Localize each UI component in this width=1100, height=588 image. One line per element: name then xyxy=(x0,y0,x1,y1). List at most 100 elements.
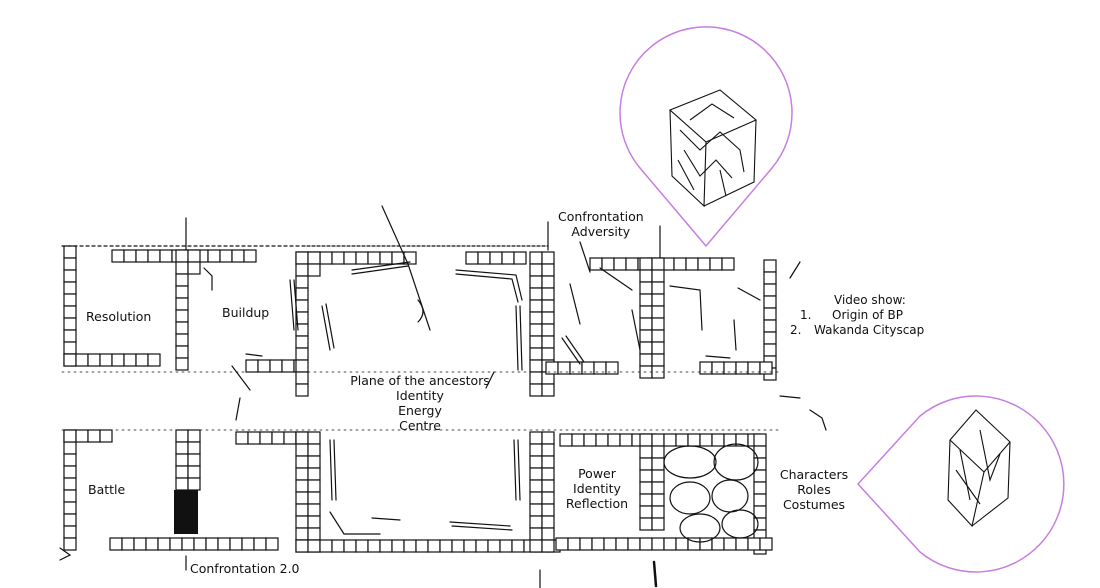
label-line: Identity xyxy=(396,388,444,403)
wall-tile xyxy=(607,433,621,447)
wall-tile xyxy=(391,251,405,265)
wall-tile xyxy=(639,269,653,283)
wall-tile xyxy=(541,443,555,457)
label-line: Roles xyxy=(797,482,831,497)
wall-tile xyxy=(187,453,201,467)
wall-tile xyxy=(529,263,543,277)
wall-tile xyxy=(175,429,189,443)
wall-tile xyxy=(541,263,555,277)
wall-tile xyxy=(295,455,309,469)
room-label-plane-of-ancestors: Plane of the ancestors Identity Energy C… xyxy=(345,373,495,433)
wall-tile xyxy=(541,431,555,445)
wall-tile xyxy=(763,295,777,309)
wall-tile xyxy=(753,445,767,459)
wall-tile xyxy=(307,527,321,541)
wall-tile xyxy=(241,537,255,551)
wall-tile xyxy=(583,433,597,447)
wall-tile xyxy=(651,517,665,531)
item-text: Origin of BP xyxy=(832,308,903,322)
wall-tile xyxy=(651,505,665,519)
wall-tile xyxy=(295,359,309,373)
wall-tile xyxy=(307,443,321,457)
wall-tile xyxy=(63,465,77,479)
wall-tile xyxy=(541,251,555,265)
wall-tile xyxy=(135,249,149,263)
wall-tile xyxy=(639,293,653,307)
wall-tile xyxy=(295,347,309,361)
wall-tile xyxy=(187,261,201,275)
wall-tile xyxy=(147,353,161,367)
wall-tile xyxy=(619,433,633,447)
wall-tile xyxy=(601,257,615,271)
label-line: Plane of the ancestors xyxy=(350,373,490,388)
wall-tile xyxy=(295,299,309,313)
wall-tile xyxy=(529,515,543,529)
wall-tile xyxy=(187,441,201,455)
wall-tile xyxy=(541,335,555,349)
wall-tile xyxy=(343,539,357,553)
wall-tile xyxy=(529,383,543,397)
wall-tile xyxy=(651,353,665,367)
wall-tile xyxy=(673,257,687,271)
wall-tile xyxy=(639,281,653,295)
wall-tile xyxy=(465,251,479,265)
label-line: Energy xyxy=(398,403,442,418)
wall-tile xyxy=(639,493,653,507)
wall-tile xyxy=(295,335,309,349)
wall-tile xyxy=(439,539,453,553)
wall-tile xyxy=(763,307,777,321)
wall-tile xyxy=(651,329,665,343)
wall-tile xyxy=(675,433,689,447)
wall-tile xyxy=(307,455,321,469)
wall-tile xyxy=(651,445,665,459)
wall-tile xyxy=(763,319,777,333)
wall-tile xyxy=(175,249,189,263)
wall-tile xyxy=(639,517,653,531)
wall-tile xyxy=(99,353,113,367)
wall-tile xyxy=(147,249,161,263)
wall-tile xyxy=(639,329,653,343)
wall-tile xyxy=(759,537,773,551)
wall-tile xyxy=(651,341,665,355)
wall-tile xyxy=(63,245,77,259)
wall-tile xyxy=(63,293,77,307)
item-number: 2. xyxy=(790,323,802,337)
callout-right xyxy=(856,395,1065,573)
wall-tile xyxy=(529,479,543,493)
wall-tile xyxy=(295,515,309,529)
wall-tile xyxy=(735,537,749,551)
wall-tile xyxy=(651,317,665,331)
wall-tile xyxy=(259,431,273,445)
wall-tile xyxy=(307,515,321,529)
wall-tile xyxy=(175,285,189,299)
wall-tile xyxy=(269,359,283,373)
wall-tile xyxy=(651,537,665,551)
wall-tile xyxy=(63,353,77,367)
wall-tile xyxy=(145,537,159,551)
wall-tile xyxy=(639,481,653,495)
video-show-note: Video show: 1. Origin of BP 2. Wakanda C… xyxy=(790,293,924,338)
wall-tile xyxy=(721,257,735,271)
wall-tile xyxy=(475,539,489,553)
wall-tile xyxy=(63,501,77,515)
wall-tile xyxy=(367,539,381,553)
wall-tile xyxy=(135,353,149,367)
wall-tile xyxy=(663,433,677,447)
wall-tile xyxy=(181,537,195,551)
wall-tile xyxy=(75,429,89,443)
wall-tile xyxy=(529,467,543,481)
wall-tile xyxy=(541,527,555,541)
sketch-lines xyxy=(59,205,827,588)
wall-tile xyxy=(451,539,465,553)
wall-tile xyxy=(753,493,767,507)
wall-tile xyxy=(295,443,309,457)
wall-tile xyxy=(391,539,405,553)
wall-tile xyxy=(501,251,515,265)
wall-tile xyxy=(159,249,173,263)
wall-tile xyxy=(307,467,321,481)
wall-tile xyxy=(753,505,767,519)
wall-tile xyxy=(281,359,295,373)
wall-tile xyxy=(175,333,189,347)
wall-tile xyxy=(205,537,219,551)
